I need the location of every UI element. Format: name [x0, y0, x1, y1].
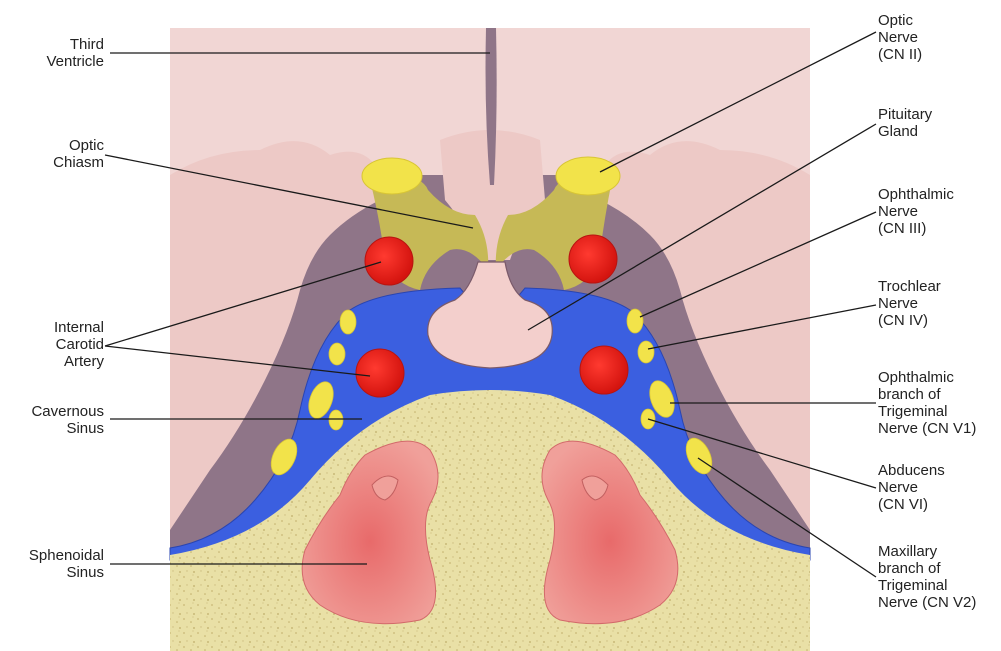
label-third-ventricle: Third Ventricle — [46, 36, 104, 70]
label-abducens-nerve: Abducens Nerve (CN VI) — [878, 462, 945, 513]
optic-nerve-right-shape — [556, 157, 620, 195]
label-sphenoidal-sinus: Sphenoidal Sinus — [29, 547, 104, 581]
carotid-lower-right — [580, 346, 628, 394]
optic-nerve-left-shape — [362, 158, 422, 194]
label-trigeminal-v1: Ophthalmic branch of Trigeminal Nerve (C… — [878, 369, 976, 437]
carotid-lower-left — [356, 349, 404, 397]
label-ophthalmic-nerve: Ophthalmic Nerve (CN III) — [878, 186, 954, 237]
label-optic-chiasm: Optic Chiasm — [53, 137, 104, 171]
label-optic-nerve: Optic Nerve (CN II) — [878, 12, 922, 63]
label-trochlear-nerve: Trochlear Nerve (CN IV) — [878, 278, 941, 329]
cn6-left — [329, 410, 343, 430]
cn3-left — [340, 310, 356, 334]
cn3-right — [627, 309, 643, 333]
label-trigeminal-v2: Maxillary branch of Trigeminal Nerve (CN… — [878, 543, 976, 611]
cn4-right — [638, 341, 654, 363]
carotid-upper-left — [365, 237, 413, 285]
label-pituitary-gland: Pituitary Gland — [878, 106, 932, 140]
carotid-upper-right — [569, 235, 617, 283]
label-internal-carotid-artery: Internal Carotid Artery — [54, 319, 104, 370]
cn4-left — [329, 343, 345, 365]
label-cavernous-sinus: Cavernous Sinus — [31, 403, 104, 437]
